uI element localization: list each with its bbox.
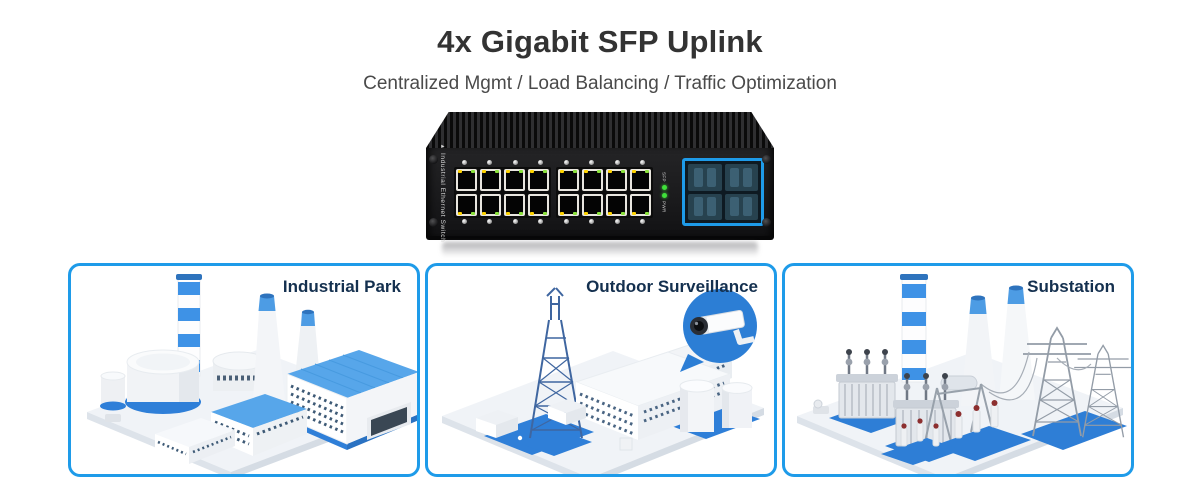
sfp-port bbox=[688, 164, 722, 191]
power-led-label: PWR bbox=[661, 200, 667, 213]
transformer bbox=[829, 349, 913, 433]
sfp-port bbox=[688, 193, 722, 220]
rj45-port bbox=[456, 193, 477, 216]
screw-row bbox=[454, 218, 653, 226]
rj45-port bbox=[582, 168, 603, 191]
sfp-port bbox=[724, 193, 758, 220]
screw-row bbox=[454, 159, 653, 167]
rj45-port bbox=[606, 168, 627, 191]
label-marker-icon: ▸ bbox=[438, 141, 446, 151]
card-industrial-park: Industrial Park bbox=[68, 263, 420, 477]
substation-illustration bbox=[797, 274, 1131, 474]
panel-screw-icon bbox=[429, 218, 438, 227]
application-cards: Industrial Park bbox=[68, 263, 1134, 477]
striped-chimney bbox=[900, 274, 928, 383]
rj45-port bbox=[504, 168, 525, 191]
ethernet-switch-image: ▸ Industrial Ethernet Switch bbox=[426, 112, 774, 257]
rj45-port-block bbox=[454, 159, 653, 226]
rj45-port bbox=[558, 193, 579, 216]
rj45-port bbox=[630, 168, 651, 191]
sfp-led-label: SFP bbox=[661, 171, 667, 182]
page-title: 4x Gigabit SFP Uplink bbox=[437, 24, 763, 59]
transmission-tower bbox=[1074, 344, 1131, 438]
rj45-port bbox=[480, 168, 501, 191]
rj45-port-group bbox=[454, 166, 551, 218]
heatsink-fins bbox=[426, 112, 774, 148]
rj45-port bbox=[558, 168, 579, 191]
huts bbox=[476, 399, 633, 451]
card-label: Outdoor Surveillance bbox=[586, 277, 758, 296]
panel-screw-icon bbox=[762, 155, 771, 164]
page-subtitle: Centralized Mgmt / Load Balancing / Traf… bbox=[363, 73, 837, 94]
rj45-port bbox=[480, 193, 501, 216]
panel-screw-icon bbox=[429, 155, 438, 164]
industrial-park-illustration bbox=[87, 274, 417, 474]
rj45-port bbox=[630, 193, 651, 216]
rj45-port bbox=[504, 193, 525, 216]
rj45-port bbox=[528, 168, 549, 191]
rj45-port bbox=[582, 193, 603, 216]
sfp-uplink-cage bbox=[682, 158, 764, 226]
card-substation: Substation bbox=[782, 263, 1134, 477]
header: 4x Gigabit SFP Uplink Centralized Mgmt /… bbox=[0, 24, 1200, 95]
sfp-port bbox=[724, 164, 758, 191]
tanks bbox=[679, 379, 753, 432]
rj45-port bbox=[606, 193, 627, 216]
power-led-icon bbox=[661, 192, 667, 198]
panel-screw-icon bbox=[762, 218, 771, 227]
rj45-port-group bbox=[556, 166, 653, 218]
switch-front-panel: ▸ Industrial Ethernet Switch bbox=[426, 142, 774, 242]
sfp-led-icon bbox=[661, 184, 667, 190]
insulator-bank bbox=[881, 400, 1031, 465]
switch-side-label: ▸ Industrial Ethernet Switch bbox=[438, 141, 446, 243]
low-building bbox=[155, 418, 235, 464]
card-label: Substation bbox=[1027, 277, 1115, 296]
card-outdoor-surveillance: Outdoor Surveillance bbox=[425, 263, 777, 477]
switch-reflection bbox=[442, 242, 758, 257]
status-leds: SFP PWR bbox=[656, 171, 672, 213]
card-label: Industrial Park bbox=[282, 277, 401, 296]
cctv-camera-icon bbox=[680, 289, 757, 372]
rj45-port bbox=[528, 193, 549, 216]
rj45-port bbox=[456, 168, 477, 191]
storage-tanks bbox=[100, 349, 201, 422]
transmission-tower bbox=[1023, 326, 1091, 437]
outdoor-surveillance-illustration bbox=[442, 287, 764, 474]
